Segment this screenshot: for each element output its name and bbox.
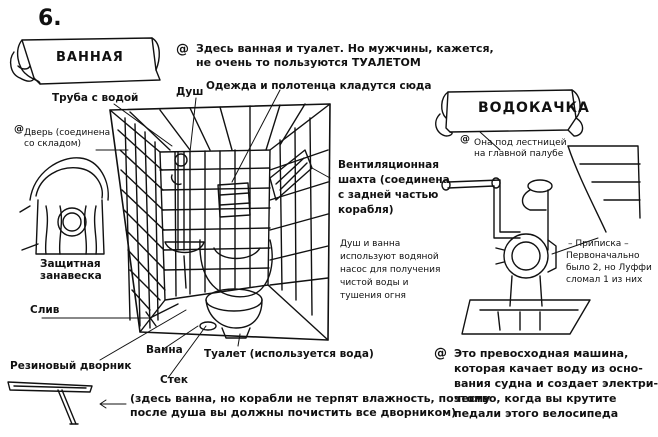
desc-line-5: педали этого велосипеда — [454, 407, 619, 420]
bathroom-banner-icon — [9, 37, 161, 85]
postscript-line-3: было 2, но Луффи — [566, 263, 652, 273]
door-label: Дверь (соединена со складом) — [24, 128, 110, 150]
spiral-bullet-icon: @ — [176, 42, 189, 57]
desc-line-4: чество, когда вы крутите — [454, 392, 617, 405]
door-line-1: Дверь (соединена — [24, 128, 111, 138]
pump-bicycle-icon — [441, 145, 641, 335]
location-line-2: на главной палубе — [474, 149, 564, 159]
shower-label: Душ — [176, 86, 204, 98]
bathroom-intro: Здесь ванная и туалет. Но мужчины, кажет… — [196, 42, 494, 70]
vent-line-2: шахта (соединена — [338, 174, 450, 186]
postscript-line-1: – Приписка – — [568, 239, 629, 249]
squeegee-label: Резиновый дворник — [10, 360, 132, 372]
desc-line-1: Это превосходная машина, — [454, 347, 629, 360]
desc-line-3: вания судна и создает электри- — [454, 377, 658, 390]
pump-location-label: Она под лестницей на главной палубе — [474, 138, 567, 160]
curtain-line-1: Защитная — [40, 258, 101, 270]
vent-line-1: Вентиляционная — [338, 159, 439, 171]
door-curtain-drawing — [19, 157, 109, 255]
spiral-bullet-icon: @ — [14, 124, 24, 135]
pump-banner-icon — [435, 89, 584, 137]
note-line-1: Душ и ванна — [340, 239, 401, 249]
bathroom-footer: (здесь ванна, но корабли не терпят влажн… — [130, 392, 490, 420]
toilet-label: Туалет (используется вода) — [204, 348, 374, 360]
desc-line-2: которая качает воду из осно- — [454, 362, 643, 375]
vent-line-4: корабля) — [338, 204, 394, 216]
door-line-2: со складом) — [24, 139, 81, 149]
note-line-4: чистой воды и — [340, 278, 409, 288]
vent-label: Вентиляционная шахта (соединена с задней… — [338, 158, 450, 218]
intro-line-1: Здесь ванная и туалет. Но мужчины, кажет… — [196, 42, 494, 55]
bath-label: Ванна — [146, 344, 183, 356]
squeegee-icon — [7, 381, 93, 425]
footer-line-1: (здесь ванна, но корабли не терпят влажн… — [130, 392, 491, 405]
pipe-label: Труба с водой — [52, 92, 139, 104]
curtain-line-2: занавеска — [40, 270, 102, 282]
note-line-3: насос для получения — [340, 265, 441, 275]
footer-line-2: после душа вы должны почистить все дворн… — [130, 406, 457, 419]
note-line-2: используют водяной — [340, 252, 439, 262]
postscript-line-2: Первоначально — [566, 251, 640, 261]
vent-line-3: с задней частью — [338, 189, 439, 201]
location-line-1: Она под лестницей — [474, 138, 567, 148]
curtain-label: Защитная занавеска — [40, 258, 102, 282]
note-label: Душ и ванна используют водяной насос для… — [340, 238, 440, 303]
stack-label: Стек — [160, 374, 189, 386]
drain-label: Слив — [30, 304, 60, 316]
bathroom-drawing — [109, 103, 331, 341]
postscript-label: – Приписка – Первоначально было 2, но Лу… — [566, 238, 652, 286]
pump-title: ВОДОКАЧКА — [478, 100, 590, 116]
bathroom-title: ВАННАЯ — [56, 50, 124, 65]
pump-description: Это превосходная машина, которая качает … — [454, 346, 658, 421]
intro-line-2: не очень то пользуются ТУАЛЕТОМ — [196, 56, 421, 69]
postscript-line-4: сломал 1 из них — [566, 275, 643, 285]
spiral-bullet-icon: @ — [434, 346, 447, 361]
note-line-5: тушения огня — [340, 291, 406, 301]
spiral-bullet-icon: @ — [460, 134, 470, 145]
clothes-label: Одежда и полотенца кладутся сюда — [206, 80, 432, 92]
page-number: 6. — [38, 6, 62, 31]
